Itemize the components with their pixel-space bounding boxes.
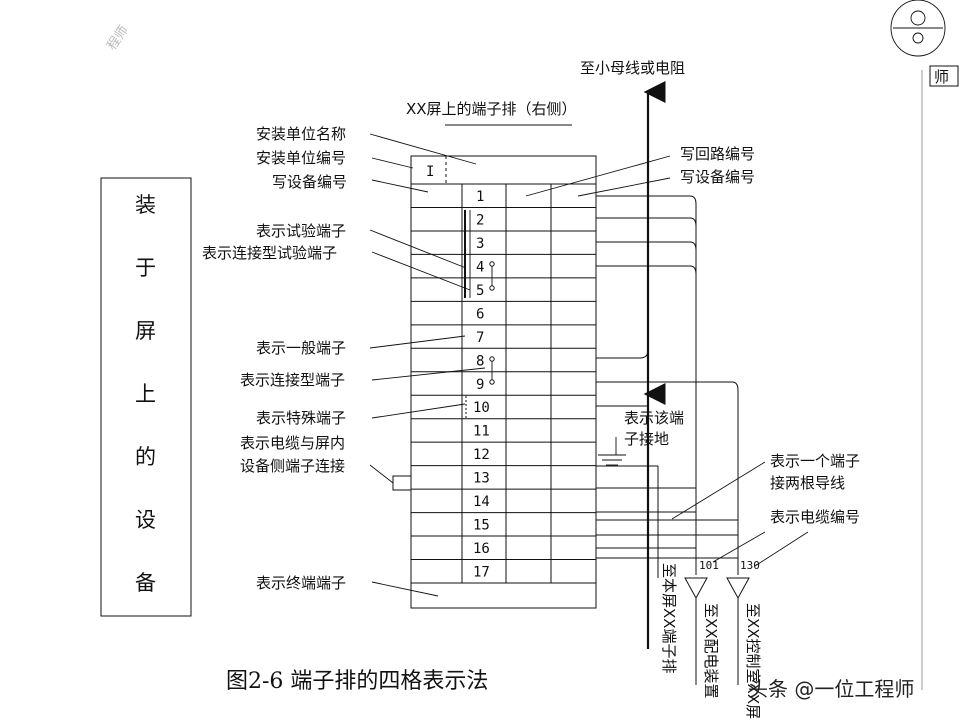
terminal-number: 7 — [476, 330, 484, 346]
label-device-no-right: 写设备编号 — [680, 168, 755, 186]
link-symbol-8-9 — [489, 356, 495, 385]
terminal-number: 16 — [473, 541, 490, 557]
label-link-terminal: 表示连接型端子 — [240, 371, 345, 389]
label-two-wire-1: 表示一个端子 — [770, 452, 860, 470]
terminal-number: 13 — [473, 471, 490, 487]
right-leaders — [525, 155, 809, 567]
corner-badge — [929, 65, 959, 87]
terminal-number: 17 — [473, 565, 490, 581]
top-arrow-label: 至小母线或电阻 — [580, 59, 685, 77]
terminal-number: 15 — [473, 518, 490, 534]
device-box-char: 上 — [135, 382, 156, 406]
label-ground-2: 子接地 — [624, 430, 669, 448]
label-cable-conn-1: 表示电缆与屏内 — [240, 434, 345, 452]
label-two-wire-2: 接两根导线 — [770, 474, 845, 492]
device-box-char: 设 — [135, 508, 156, 532]
terminal-number: 3 — [476, 236, 484, 252]
label-circuit-no: 写回路编号 — [680, 145, 755, 163]
label-test-terminal: 表示试验端子 — [256, 222, 346, 240]
terminal-number: 4 — [476, 259, 484, 275]
dest-control-room: 至XX控制室XX屏 — [744, 603, 762, 719]
terminal-number: 8 — [476, 353, 484, 369]
label-special-terminal: 表示特殊端子 — [256, 409, 346, 427]
terminal-number: 12 — [473, 447, 490, 463]
strip-title: XX屏上的端子排（右侧） — [406, 100, 577, 118]
corner-badge-text: 师 — [934, 68, 949, 86]
terminal-number: 14 — [473, 494, 490, 510]
terminal-number: 5 — [476, 283, 484, 299]
device-box-char: 屏 — [135, 319, 156, 343]
dest-switchgear: 至XX配电装置 — [702, 603, 720, 699]
device-box-char: 备 — [135, 571, 156, 595]
figure-caption: 图2-6 端子排的四格表示法 — [226, 669, 488, 694]
label-cable-conn-2: 设备侧端子连接 — [240, 457, 345, 475]
brand-watermark: 头条 @一位工程师 — [748, 677, 914, 701]
terminal-number: 6 — [476, 306, 484, 322]
terminal-number: 2 — [476, 212, 484, 228]
device-box — [100, 177, 192, 617]
terminal-number: 10 — [473, 400, 490, 416]
terminal-number: 11 — [473, 424, 490, 440]
unit-number: I — [426, 164, 434, 180]
terminal-number: 9 — [476, 377, 484, 393]
left-leaders — [369, 133, 486, 597]
terminal-strip — [410, 155, 597, 609]
label-general-terminal: 表示一般端子 — [256, 339, 346, 357]
link-symbol-4-5 — [489, 261, 495, 291]
device-box-char: 于 — [135, 256, 156, 280]
label-ground-1: 表示该端 — [624, 409, 684, 427]
label-unit-no: 安装单位编号 — [256, 149, 346, 167]
label-link-test-terminal: 表示连接型试验端子 — [202, 244, 337, 262]
label-unit-name: 安装单位名称 — [256, 125, 346, 143]
label-end-terminal: 表示终端端子 — [256, 574, 346, 592]
cable-101-symbol — [684, 577, 708, 685]
dest-local-strip: 至本屏XX端子排 — [660, 563, 678, 674]
cable-101-label: 101 — [699, 559, 719, 572]
terminal-number: 1 — [476, 189, 484, 205]
cable-130-label: 130 — [740, 559, 760, 572]
cable-connector — [392, 475, 412, 491]
corner-watermark: 程师 — [105, 23, 132, 53]
label-cable-no: 表示电缆编号 — [770, 508, 860, 526]
device-box-char: 的 — [135, 445, 156, 469]
wiring — [596, 195, 739, 578]
label-device-no-left: 写设备编号 — [272, 173, 347, 191]
device-box-char: 装 — [135, 193, 156, 217]
cable-130-symbol — [726, 577, 750, 685]
brand-logo-icon — [890, 0, 946, 57]
